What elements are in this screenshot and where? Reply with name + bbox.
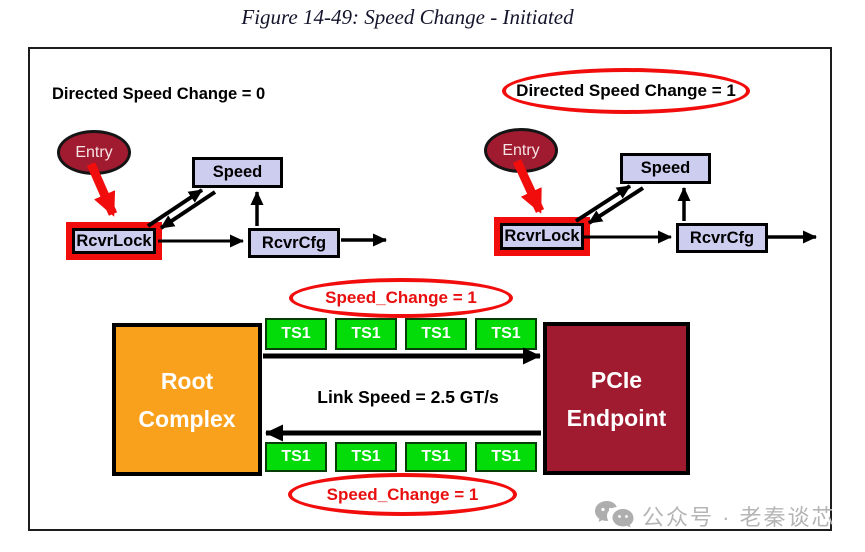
root-complex-line1: Root bbox=[160, 367, 214, 394]
pcie-endpoint-line1: PCIe bbox=[590, 366, 643, 393]
ts1-label: TS1 bbox=[281, 325, 311, 342]
pcie-endpoint-line2: Endpoint bbox=[566, 404, 667, 431]
entry-label-left: Entry bbox=[75, 143, 113, 161]
ts1-box-top-2: TS1 bbox=[335, 318, 397, 350]
entry-ellipse-right: Entry bbox=[484, 128, 558, 173]
ts1-box-bottom-3: TS1 bbox=[405, 442, 467, 472]
rcvrlock-label-left: RcvrLock bbox=[76, 231, 152, 250]
speed-label-right: Speed bbox=[640, 159, 691, 177]
ts1-label: TS1 bbox=[491, 325, 521, 342]
ts1-box-bottom-2: TS1 bbox=[335, 442, 397, 472]
link-speed-label: Link Speed = 2.5 GT/s bbox=[317, 387, 499, 407]
root-complex-line2: Complex bbox=[138, 405, 236, 432]
entry-ellipse-left: Entry bbox=[57, 130, 131, 175]
left-panel-label: Directed Speed Change = 0 bbox=[52, 85, 266, 103]
ts1-label: TS1 bbox=[421, 448, 451, 465]
highlight-ellipse-speed-change-bottom: Speed_Change = 1 bbox=[288, 473, 517, 516]
rcvrcfg-label-right: RcvrCfg bbox=[689, 228, 755, 247]
state-box-rcvrcfg-right: RcvrCfg bbox=[676, 223, 768, 253]
ts1-box-top-3: TS1 bbox=[405, 318, 467, 350]
rcvrlock-label-right: RcvrLock bbox=[504, 227, 580, 245]
state-box-rcvrlock-left: RcvrLock bbox=[72, 228, 156, 254]
speed-change-top-label: Speed_Change = 1 bbox=[325, 288, 477, 307]
pcie-endpoint-box: PCIe Endpoint bbox=[543, 322, 690, 475]
ts1-label: TS1 bbox=[351, 325, 381, 342]
ts1-label: TS1 bbox=[491, 448, 521, 465]
state-box-speed-right: Speed bbox=[620, 153, 711, 184]
watermark: 公众号 · 老秦谈芯 bbox=[594, 500, 836, 532]
watermark-text: 公众号 · 老秦谈芯 bbox=[642, 505, 836, 530]
entry-label-right: Entry bbox=[502, 141, 540, 159]
speed-label-left: Speed bbox=[212, 163, 263, 181]
root-complex-box: Root Complex bbox=[112, 323, 262, 476]
rcvrcfg-label-left: RcvrCfg bbox=[261, 233, 327, 252]
wechat-icon bbox=[595, 501, 634, 528]
ts1-label: TS1 bbox=[351, 448, 381, 465]
ts1-box-bottom-4: TS1 bbox=[475, 442, 537, 472]
highlight-ellipse-directed-speed-change: Directed Speed Change = 1 bbox=[502, 68, 750, 114]
ts1-label: TS1 bbox=[421, 325, 451, 342]
state-box-rcvrcfg-left: RcvrCfg bbox=[248, 228, 340, 258]
figure-title: Figure 14-49: Speed Change - Initiated bbox=[241, 5, 574, 29]
state-box-rcvrlock-right: RcvrLock bbox=[500, 223, 584, 250]
ts1-box-top-1: TS1 bbox=[265, 318, 327, 350]
ts1-box-bottom-1: TS1 bbox=[265, 442, 327, 472]
highlight-ellipse-speed-change-top: Speed_Change = 1 bbox=[289, 278, 513, 318]
ts1-box-top-4: TS1 bbox=[475, 318, 537, 350]
state-box-speed-left: Speed bbox=[192, 157, 283, 188]
speed-change-bottom-label: Speed_Change = 1 bbox=[326, 484, 479, 504]
right-panel-label: Directed Speed Change = 1 bbox=[516, 81, 736, 100]
ts1-label: TS1 bbox=[281, 448, 311, 465]
